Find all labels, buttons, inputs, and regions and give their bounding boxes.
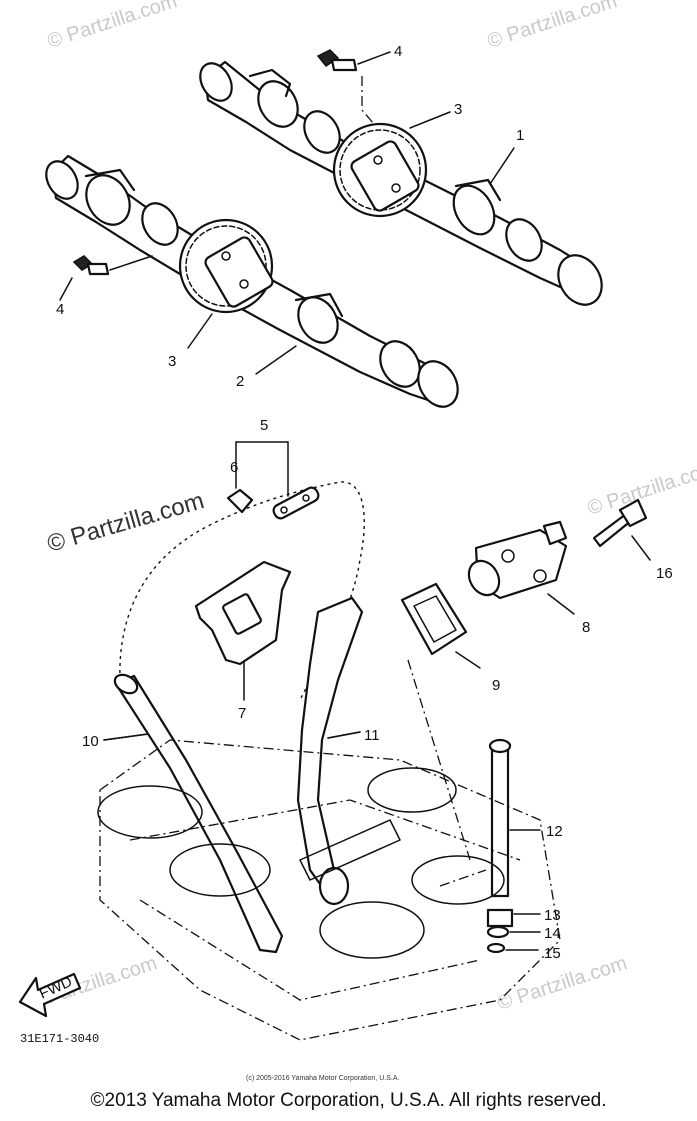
- tensioner-bolt: [592, 498, 651, 561]
- watermark-top-left: © Partzilla.com: [45, 0, 180, 53]
- callout-8: 8: [582, 619, 590, 636]
- callout-2: 2: [236, 373, 244, 390]
- leader-3-upper: [409, 111, 451, 129]
- cam-chain: [119, 441, 365, 701]
- callout-14: 14: [544, 925, 561, 942]
- chain-joint: [226, 441, 254, 514]
- callout-6: 6: [230, 459, 238, 476]
- callout-1: 1: [516, 127, 524, 144]
- tensioner-gasket: [400, 582, 481, 861]
- callout-5: 5: [260, 417, 268, 434]
- watermark-top-right: © Partzilla.com: [485, 0, 620, 53]
- camshaft-sprocket-lower: [178, 218, 274, 314]
- guide-bolt: [439, 738, 541, 898]
- callout-10: 10: [82, 733, 99, 750]
- callout-4-upper: 4: [394, 43, 402, 60]
- chain-tensioner: [467, 520, 575, 615]
- cylinder-head-outline: [97, 739, 561, 1041]
- leader-1: [489, 147, 515, 185]
- callout-3-lower: 3: [168, 353, 176, 370]
- watermark-center: © Partzilla.com: [44, 487, 207, 558]
- guide-washer-thin: [486, 942, 539, 954]
- leader-10: [103, 733, 149, 741]
- small-copyright: (c) 2005-2016 Yamaha Motor Corporation, …: [246, 1075, 399, 1082]
- callout-16: 16: [656, 565, 673, 582]
- callout-7: 7: [238, 705, 246, 722]
- callout-13: 13: [544, 907, 561, 924]
- leader-2: [255, 345, 297, 375]
- callout-3-upper: 3: [454, 101, 462, 118]
- guide-washer: [486, 925, 541, 939]
- chain-guide-rear: [103, 673, 284, 954]
- chain-guide-top: [194, 560, 292, 701]
- leader-3-lower: [187, 313, 213, 349]
- callout-15: 15: [544, 945, 561, 962]
- guide-nut: [486, 908, 541, 928]
- watermark-bottom-right: © Partzilla.com: [495, 952, 630, 1015]
- chain-guide-front: [296, 596, 364, 906]
- callout-12: 12: [546, 823, 563, 840]
- drawing-reference: 31E171-3040: [20, 1032, 99, 1046]
- callout-4-lower: 4: [56, 301, 64, 318]
- footer-copyright: ©2013 Yamaha Motor Corporation, U.S.A. A…: [90, 1090, 607, 1111]
- camshaft-sprocket-upper: [332, 122, 428, 218]
- sprocket-bolt-upper: [316, 49, 391, 125]
- callout-9: 9: [492, 677, 500, 694]
- callout-11: 11: [364, 727, 380, 744]
- leader-11: [327, 731, 361, 739]
- sprocket-bolt-lower: [59, 255, 153, 301]
